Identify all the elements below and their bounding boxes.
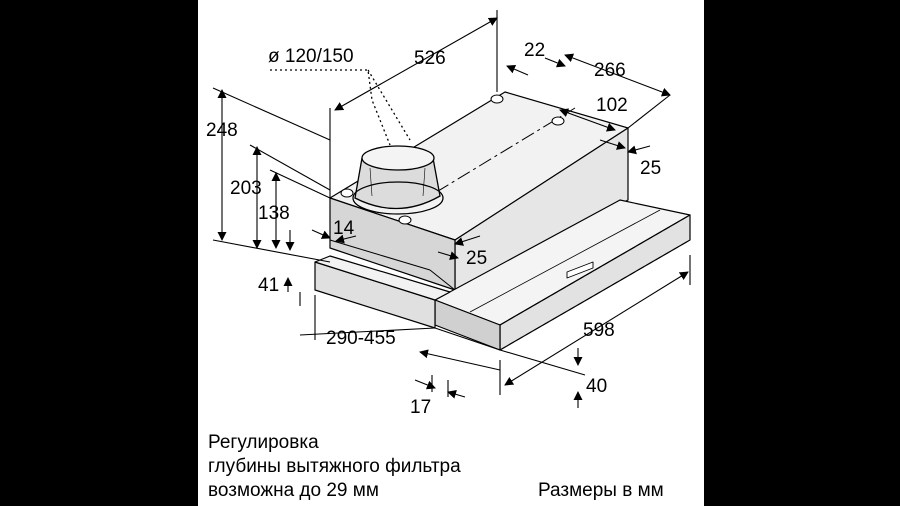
dim-label-290-455: 290-455 — [326, 328, 396, 349]
mounting-hole — [340, 188, 354, 198]
mounting-hole — [551, 116, 565, 126]
dim-label-526: 526 — [414, 48, 446, 69]
mounting-hole — [398, 215, 412, 225]
dim-label-203: 203 — [230, 178, 262, 199]
dim-line-598 — [504, 271, 689, 386]
note-line-2: глубины вытяжного фильтра — [208, 456, 461, 477]
center-axis — [414, 107, 576, 206]
units-note: Размеры в мм — [538, 480, 664, 501]
dim-label-25-mid: 25 — [466, 248, 487, 269]
dim-label-102: 102 — [596, 95, 628, 116]
dim-label-41: 41 — [258, 275, 279, 296]
dim-label-138: 138 — [258, 203, 290, 224]
dim-label-17: 17 — [410, 397, 431, 418]
dim-label-598: 598 — [583, 320, 615, 341]
dim-label-14: 14 — [333, 218, 355, 239]
dim-line-526 — [334, 17, 498, 111]
mounting-hole — [490, 94, 504, 104]
duct-collar — [352, 145, 444, 215]
note-line-3: возможна до 29 мм — [208, 480, 379, 501]
dim-label-22: 22 — [524, 40, 545, 61]
diameter-label: ø 120/150 — [268, 46, 354, 67]
dim-label-25-top: 25 — [640, 158, 661, 179]
dim-label-248: 248 — [206, 120, 238, 141]
note-line-1: Регулировка — [208, 432, 319, 453]
dim-label-266: 266 — [594, 60, 626, 81]
dim-label-40: 40 — [586, 376, 607, 397]
